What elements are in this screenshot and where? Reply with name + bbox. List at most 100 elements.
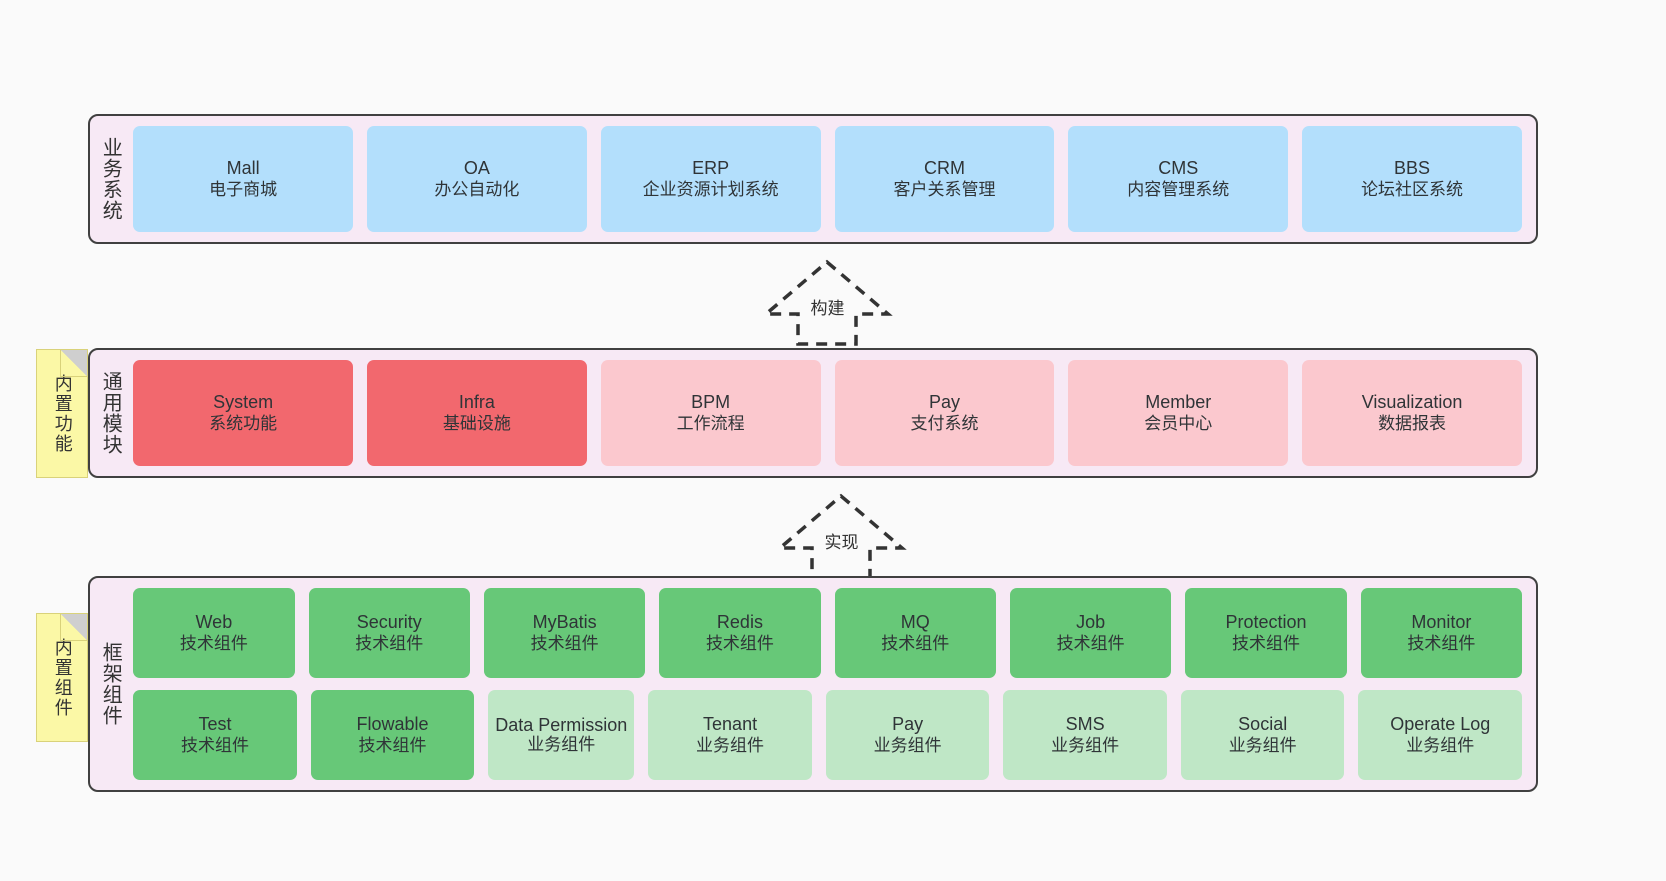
node-erp-subtitle: 企业资源计划系统: [642, 179, 779, 199]
node-sms-title: SMS: [1065, 714, 1105, 734]
node-bbs[interactable]: BBS 论坛社区系统: [1302, 126, 1522, 232]
node-social-title: Social: [1238, 714, 1288, 734]
node-pay-module[interactable]: Pay 支付系统: [834, 360, 1055, 466]
node-crm-subtitle: 客户关系管理: [893, 179, 996, 199]
node-oa-subtitle: 办公自动化: [434, 179, 520, 199]
node-cms-subtitle: 内容管理系统: [1127, 179, 1230, 199]
node-social-subtitle: 业务组件: [1228, 735, 1297, 755]
node-tenant-subtitle: 业务组件: [696, 735, 765, 755]
layer-framework-component-cells: Web 技术组件 Security 技术组件 MyBatis 技术组件 Redi…: [131, 578, 1536, 790]
node-mall-title: Mall: [226, 158, 260, 178]
node-oa-title: OA: [463, 158, 490, 178]
node-job-subtitle: 技术组件: [1056, 633, 1125, 653]
node-redis-subtitle: 技术组件: [705, 633, 774, 653]
node-operate-log-title: Operate Log: [1390, 714, 1491, 734]
node-operate-log[interactable]: Operate Log 业务组件: [1358, 690, 1523, 780]
node-mall-subtitle: 电子商城: [209, 179, 278, 199]
node-erp[interactable]: ERP 企业资源计划系统: [600, 126, 821, 232]
node-redis-title: Redis: [716, 612, 763, 632]
node-infra-title: Infra: [458, 392, 495, 412]
node-flowable-subtitle: 技术组件: [358, 735, 427, 755]
node-bpm[interactable]: BPM 工作流程: [600, 360, 821, 466]
node-bpm-title: BPM: [691, 392, 731, 412]
node-mybatis-subtitle: 技术组件: [530, 633, 599, 653]
node-visualization-title: Visualization: [1361, 392, 1463, 412]
node-test-title: Test: [198, 714, 232, 734]
node-data-permission[interactable]: Data Permission 业务组件: [488, 690, 635, 780]
note-builtin-functions[interactable]: 内置功能: [36, 349, 88, 478]
node-visualization-subtitle: 数据报表: [1378, 413, 1447, 433]
node-cms[interactable]: CMS 内容管理系统: [1068, 126, 1289, 232]
node-security[interactable]: Security 技术组件: [308, 588, 470, 678]
node-web[interactable]: Web 技术组件: [133, 588, 295, 678]
node-redis[interactable]: Redis 技术组件: [659, 588, 821, 678]
node-web-subtitle: 技术组件: [179, 633, 248, 653]
node-monitor-title: Monitor: [1411, 612, 1472, 632]
node-security-title: Security: [356, 612, 422, 632]
node-member-subtitle: 会员中心: [1144, 413, 1213, 433]
layer-common-module[interactable]: 通用模块 System 系统功能 Infra 基础设施 BPM 工作流程 Pay…: [88, 348, 1538, 478]
node-member[interactable]: Member 会员中心: [1068, 360, 1289, 466]
node-job-title: Job: [1076, 612, 1106, 632]
node-mq-title: MQ: [900, 612, 930, 632]
layer-framework-component-caption: 框架组件: [99, 642, 122, 726]
node-system-title: System: [213, 392, 274, 412]
node-tenant-title: Tenant: [703, 714, 758, 734]
layer-framework-component[interactable]: 框架组件 Web 技术组件 Security 技术组件 MyBatis 技术组件…: [88, 576, 1538, 792]
node-protection-subtitle: 技术组件: [1232, 633, 1301, 653]
node-sms[interactable]: SMS 业务组件: [1003, 690, 1167, 780]
node-protection-title: Protection: [1225, 612, 1307, 632]
node-bbs-subtitle: 论坛社区系统: [1361, 179, 1464, 199]
note-builtin-components[interactable]: 内置组件: [36, 613, 88, 742]
node-flowable-title: Flowable: [356, 714, 429, 734]
node-crm[interactable]: CRM 客户关系管理: [834, 126, 1055, 232]
node-system-subtitle: 系统功能: [209, 413, 278, 433]
node-operate-log-subtitle: 业务组件: [1406, 735, 1475, 755]
node-protection[interactable]: Protection 技术组件: [1185, 588, 1347, 678]
node-infra-subtitle: 基础设施: [442, 413, 511, 433]
connector-implement-label: 实现: [824, 533, 859, 552]
connector-build: 构建: [760, 256, 895, 346]
layer-common-module-cells: System 系统功能 Infra 基础设施 BPM 工作流程 Pay 支付系统…: [131, 350, 1536, 476]
node-cms-title: CMS: [1158, 158, 1199, 178]
note-fold-icon: [60, 614, 87, 641]
node-sms-subtitle: 业务组件: [1051, 735, 1120, 755]
node-mq[interactable]: MQ 技术组件: [834, 588, 996, 678]
node-test-subtitle: 技术组件: [180, 735, 249, 755]
note-builtin-components-label: 内置组件: [52, 637, 73, 718]
node-test[interactable]: Test 技术组件: [133, 690, 297, 780]
node-data-permission-title: Data Permission: [495, 714, 628, 735]
connector-build-label: 构建: [810, 299, 845, 318]
connector-build-arrow: [761, 259, 893, 346]
node-mall[interactable]: Mall 电子商城: [133, 126, 353, 232]
node-visualization[interactable]: Visualization 数据报表: [1302, 360, 1522, 466]
node-pay-module-title: Pay: [928, 392, 960, 412]
node-mq-subtitle: 技术组件: [881, 633, 950, 653]
layer-business-system-cells: Mall 电子商城 OA 办公自动化 ERP 企业资源计划系统 CRM 客户关系…: [131, 116, 1536, 242]
node-job[interactable]: Job 技术组件: [1009, 588, 1172, 678]
node-bbs-title: BBS: [1394, 158, 1431, 178]
node-pay-component[interactable]: Pay 业务组件: [825, 690, 990, 780]
connector-implement: 实现: [774, 490, 909, 580]
node-infra[interactable]: Infra 基础设施: [366, 360, 587, 466]
node-social[interactable]: Social 业务组件: [1180, 690, 1345, 780]
node-system[interactable]: System 系统功能: [133, 360, 353, 466]
node-monitor[interactable]: Monitor 技术组件: [1360, 588, 1523, 678]
node-monitor-subtitle: 技术组件: [1407, 633, 1476, 653]
framework-row-business: Test 技术组件 Flowable 技术组件 Data Permission …: [133, 690, 1523, 780]
layer-business-system[interactable]: 业务系统 Mall 电子商城 OA 办公自动化 ERP 企业资源计划系统 CRM…: [88, 114, 1538, 244]
node-mybatis[interactable]: MyBatis 技术组件: [483, 588, 646, 678]
node-erp-title: ERP: [692, 158, 730, 178]
node-oa[interactable]: OA 办公自动化: [366, 126, 587, 232]
node-web-title: Web: [195, 612, 233, 632]
note-fold-icon: [60, 350, 87, 377]
note-builtin-functions-label: 内置功能: [52, 373, 73, 454]
node-bpm-subtitle: 工作流程: [676, 413, 745, 433]
framework-row-technical: Web 技术组件 Security 技术组件 MyBatis 技术组件 Redi…: [133, 588, 1523, 678]
node-flowable[interactable]: Flowable 技术组件: [310, 690, 475, 780]
node-member-title: Member: [1145, 392, 1212, 412]
node-crm-title: CRM: [923, 158, 965, 178]
node-tenant[interactable]: Tenant 业务组件: [648, 690, 812, 780]
node-pay-component-title: Pay: [892, 714, 924, 734]
